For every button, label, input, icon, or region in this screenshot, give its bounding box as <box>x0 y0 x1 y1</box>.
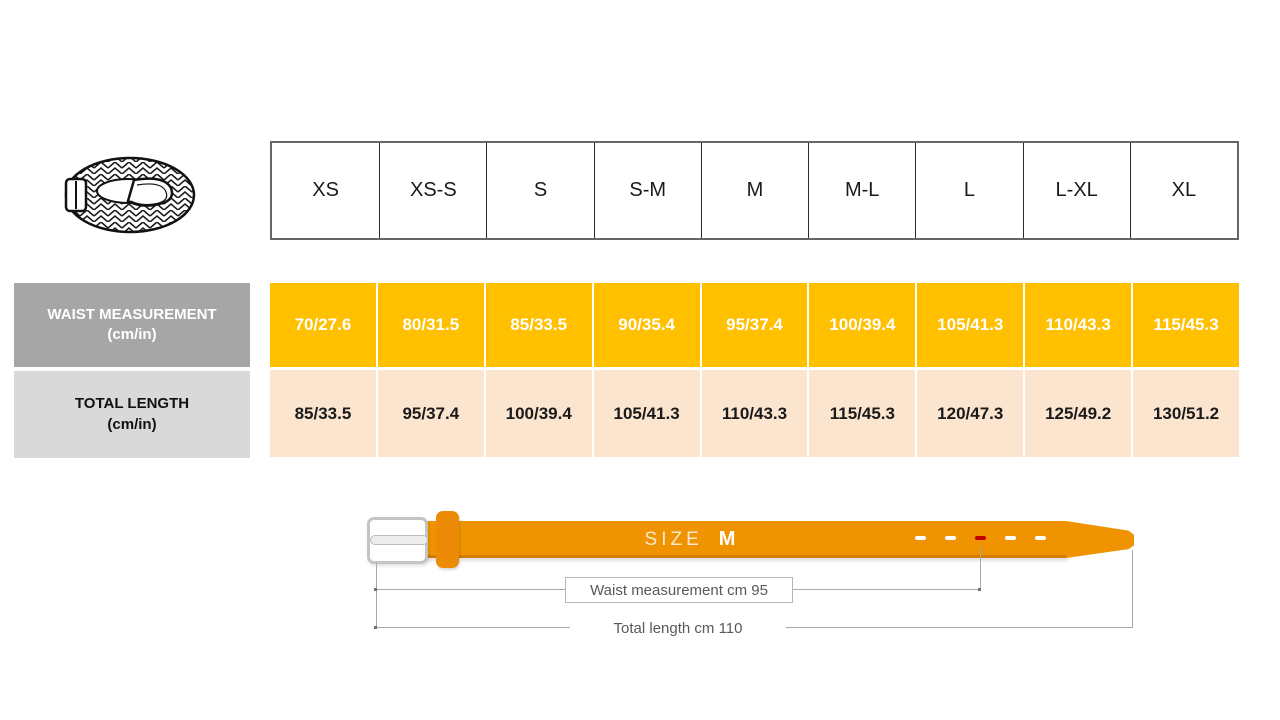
line-end-dot <box>374 626 377 629</box>
waist-value-cell: 90/35.4 <box>593 283 700 367</box>
size-header-cell: S-M <box>593 143 701 238</box>
belt-size-text: SIZE M <box>560 526 820 553</box>
size-header-cell: S <box>486 143 593 238</box>
guide-line-tip-vertical <box>1132 550 1133 627</box>
waist-value-cell: 70/27.6 <box>270 283 376 367</box>
waist-value-cell: 105/41.3 <box>917 283 1024 367</box>
belt-diagram: SIZE M Waist measurement cm 95 Total len… <box>0 500 1280 660</box>
size-header-cell: L <box>915 143 1022 238</box>
waist-value-cell: 115/45.3 <box>1133 283 1239 367</box>
size-header-cell: XS <box>312 179 339 201</box>
size-header-cell: XS-S <box>379 143 486 238</box>
length-label-line1: TOTAL LENGTH <box>74 395 190 413</box>
length-value-cell: 110/43.3 <box>701 370 808 457</box>
length-value-cell: 100/39.4 <box>485 370 592 457</box>
length-label-line2: (cm/in) <box>107 415 157 433</box>
total-length-caption: Total length cm 110 <box>570 616 786 640</box>
belt-buckle-prong <box>370 535 428 545</box>
waist-value-cell: 85/33.5 <box>485 283 592 367</box>
length-value-cell: 85/33.5 <box>270 370 376 457</box>
waist-label-line1: WAIST MEASUREMENT <box>47 305 217 323</box>
waist-measurement-caption: Waist measurement cm 95 <box>565 577 793 603</box>
length-value-cell: 120/47.3 <box>917 370 1024 457</box>
size-header-cell: XL <box>1129 143 1237 238</box>
size-label: SIZE <box>644 528 703 550</box>
waist-measurement-label: WAIST MEASUREMENT (cm/in) <box>14 283 250 367</box>
length-value-cell: 105/41.3 <box>593 370 700 457</box>
belt-strap-tip <box>1066 521 1134 558</box>
belt-strap <box>422 521 1067 558</box>
waist-value-cell: 80/31.5 <box>377 283 484 367</box>
length-value-cell: 130/51.2 <box>1133 370 1239 457</box>
size-header-cell: M <box>700 143 808 238</box>
belt-keeper-loop <box>436 511 459 568</box>
belt-hole <box>915 536 926 540</box>
total-length-label: TOTAL LENGTH (cm/in) <box>14 371 250 458</box>
line-end-dot <box>374 588 377 591</box>
belt-hole <box>945 536 956 540</box>
guide-line-hole-vertical <box>980 547 981 589</box>
waist-value-cell: 110/43.3 <box>1025 283 1132 367</box>
waist-value-cell: 95/37.4 <box>701 283 808 367</box>
size-header-cell: L-XL <box>1022 143 1130 238</box>
braided-belt-icon <box>52 138 208 248</box>
belt-holes <box>915 536 1046 540</box>
braided-belt-illustration <box>64 156 196 234</box>
belt-hole <box>1035 536 1046 540</box>
belt-hole <box>1005 536 1016 540</box>
waist-label-line2: (cm/in) <box>107 326 157 343</box>
line-end-dot <box>978 588 981 591</box>
length-value-cell: 95/37.4 <box>377 370 484 457</box>
waist-value-cell: 100/39.4 <box>809 283 916 367</box>
size-value: M <box>718 528 736 550</box>
length-value-cell: 115/45.3 <box>809 370 916 457</box>
belt-hole-selected <box>975 536 986 540</box>
size-header-cell: M-L <box>808 143 915 238</box>
guide-line-buckle-vertical <box>376 563 377 627</box>
length-value-cell: 125/49.2 <box>1025 370 1132 457</box>
